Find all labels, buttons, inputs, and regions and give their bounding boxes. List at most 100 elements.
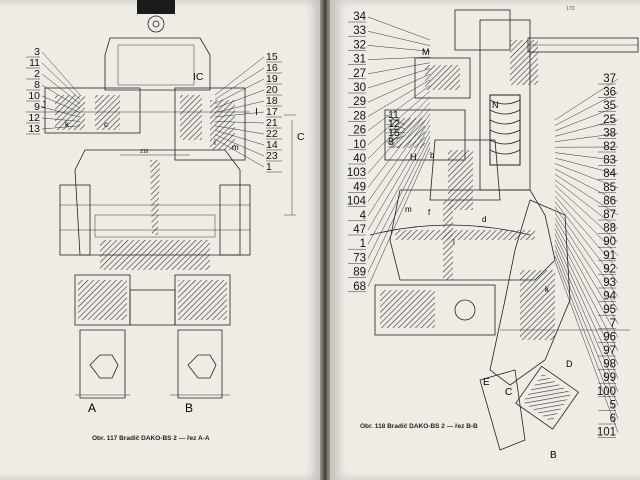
callout-label: 30 bbox=[353, 82, 366, 94]
leader-line bbox=[214, 134, 265, 157]
callout-label: 18 bbox=[266, 95, 278, 107]
letter-e-cap: E bbox=[483, 377, 490, 388]
callout-label: 101 bbox=[597, 427, 616, 439]
callout-label: 23 bbox=[266, 150, 278, 162]
callout-label: 90 bbox=[603, 236, 616, 248]
callout-label: 20 bbox=[266, 84, 278, 96]
leader-line bbox=[554, 185, 619, 243]
callout-label: 100 bbox=[597, 386, 616, 398]
callout-label: 3 bbox=[34, 46, 40, 58]
callout-label: 35 bbox=[603, 100, 616, 112]
letter-d: d bbox=[482, 215, 486, 224]
leader-line bbox=[554, 157, 619, 175]
leader-line bbox=[367, 96, 431, 160]
callout-label: 98 bbox=[603, 359, 616, 371]
leader-line bbox=[41, 95, 81, 113]
callout-label: 47 bbox=[353, 224, 366, 236]
leader-line bbox=[554, 133, 619, 143]
leader-line bbox=[554, 105, 619, 132]
leader-line bbox=[214, 121, 265, 124]
callout-label: 104 bbox=[347, 196, 367, 208]
letter-m-cap: M bbox=[422, 47, 430, 57]
leader-line bbox=[214, 100, 265, 113]
callout-label: 87 bbox=[603, 209, 616, 221]
callout-label: 29 bbox=[353, 96, 366, 108]
letter-c: c bbox=[104, 120, 108, 129]
letter-b-cap: B bbox=[550, 450, 557, 461]
callout-label: 85 bbox=[603, 182, 616, 194]
callout-label: 16 bbox=[266, 62, 278, 74]
leader-line bbox=[385, 131, 406, 134]
leader-line bbox=[367, 30, 431, 46]
leader-line bbox=[214, 138, 265, 168]
leader-line bbox=[554, 250, 619, 406]
callout-label: 11 bbox=[29, 57, 40, 69]
callout-label: 26 bbox=[353, 125, 366, 137]
letter-l: l bbox=[453, 238, 455, 247]
leader-line bbox=[554, 239, 619, 379]
callout-label: 4 bbox=[360, 210, 367, 222]
callout-label: 1 bbox=[360, 238, 366, 250]
leader-line bbox=[367, 90, 431, 145]
leader-line bbox=[41, 117, 81, 122]
letter-f: f bbox=[428, 208, 431, 217]
callout-label: 93 bbox=[603, 277, 616, 289]
leader-line bbox=[554, 163, 619, 189]
leader-line bbox=[367, 62, 431, 75]
callout-label: 22 bbox=[266, 128, 278, 140]
leader-line bbox=[554, 92, 619, 126]
leader-line bbox=[214, 125, 265, 135]
leader-line bbox=[554, 179, 619, 229]
port-b-label: B bbox=[185, 401, 193, 415]
callout-label: 94 bbox=[603, 291, 616, 303]
leader-line bbox=[367, 85, 431, 131]
leader-line bbox=[367, 56, 431, 60]
letter-n-cap: N bbox=[492, 100, 499, 110]
callout-label: 19 bbox=[266, 73, 278, 85]
callout-label: 103 bbox=[347, 167, 366, 179]
leader-line bbox=[554, 261, 619, 433]
leader-line bbox=[214, 129, 265, 146]
letter-i-cap: I bbox=[255, 106, 258, 118]
leader-line bbox=[385, 135, 406, 143]
callout-label: 84 bbox=[603, 168, 616, 180]
leader-line bbox=[367, 119, 431, 216]
leader-line bbox=[367, 130, 431, 245]
leader-line bbox=[367, 68, 431, 89]
leader-line bbox=[554, 174, 619, 216]
leader-line bbox=[554, 228, 619, 352]
callout-label: 15 bbox=[266, 51, 278, 63]
callout-label: 10 bbox=[28, 90, 40, 102]
callout-label: 95 bbox=[603, 304, 616, 316]
leader-line bbox=[554, 201, 619, 284]
callout-label: 2 bbox=[34, 68, 40, 80]
callout-label: 14 bbox=[266, 139, 278, 151]
leader-line bbox=[214, 89, 265, 109]
callout-label: 31 bbox=[353, 54, 366, 66]
leader-line bbox=[554, 206, 619, 297]
leader-line bbox=[367, 79, 431, 117]
callout-label: 34 bbox=[353, 11, 366, 23]
leader-line bbox=[41, 73, 81, 104]
callout-label: 83 bbox=[603, 155, 616, 167]
leader-line bbox=[41, 84, 81, 109]
callout-label: 36 bbox=[603, 87, 616, 99]
letter-c-cap: C bbox=[505, 387, 512, 398]
dimension-label: C bbox=[297, 131, 305, 143]
leader-line bbox=[41, 62, 81, 100]
callout-label: 91 bbox=[603, 250, 616, 262]
callout-label: 9 bbox=[34, 101, 40, 113]
callout-label: 86 bbox=[603, 195, 616, 207]
callout-label: 27 bbox=[353, 68, 366, 80]
leader-line bbox=[367, 142, 431, 273]
callout-label: 10 bbox=[353, 139, 366, 151]
leader-line bbox=[41, 125, 81, 130]
callout-label: 49 bbox=[353, 181, 366, 193]
leader-line bbox=[554, 245, 619, 392]
callout-label: 38 bbox=[603, 127, 616, 139]
letter-m: m bbox=[232, 143, 239, 152]
callout-label: 17 bbox=[266, 106, 278, 118]
leader-line bbox=[367, 16, 431, 41]
